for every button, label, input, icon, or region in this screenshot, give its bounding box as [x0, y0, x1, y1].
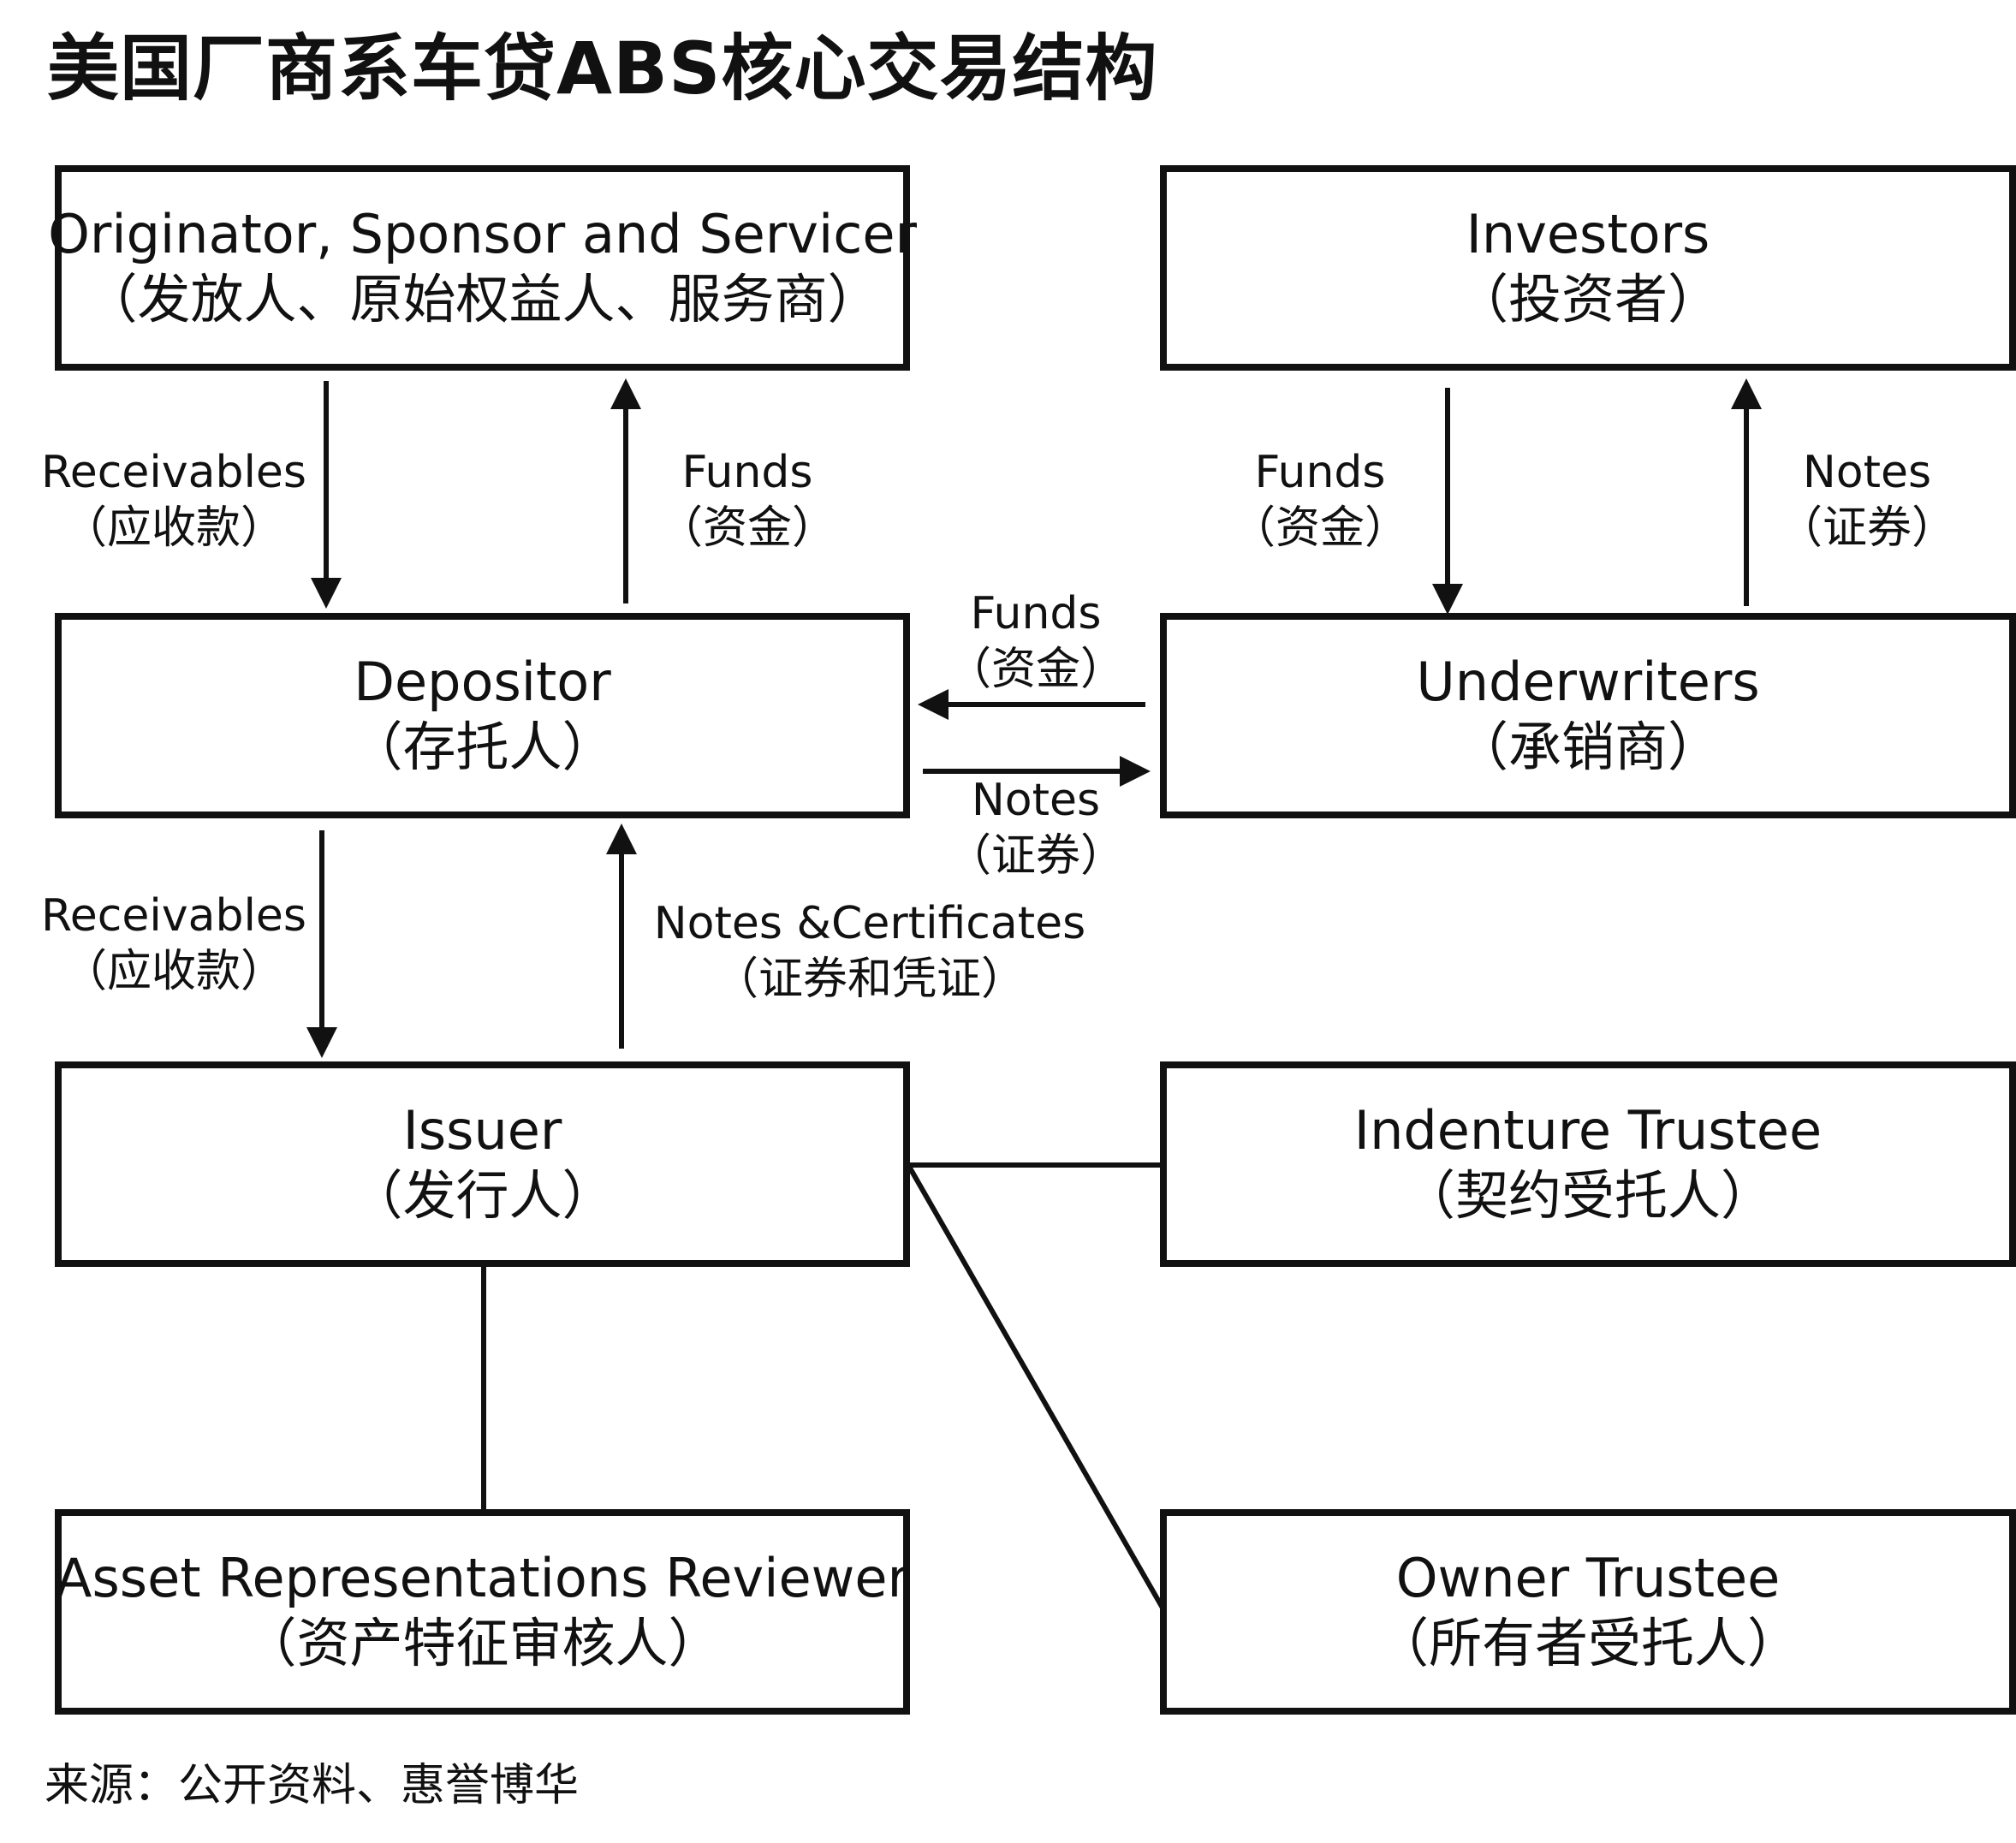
flow-label-receivables-upper-zh: （应收款）: [62, 502, 285, 554]
node-indenture-trustee-en: Indenture Trustee: [1353, 1099, 1823, 1162]
source-note: 来源：公开资料、惠誉博华: [45, 1760, 580, 1811]
flow-label-notes-certificates-en: Notes &Certificates: [653, 898, 1086, 949]
node-depositor: Depositor （存托人）: [55, 613, 910, 818]
flow-label-funds-to-depositor: Funds （资金）: [947, 586, 1125, 698]
node-indenture-trustee: Indenture Trustee （契约受托人）: [1160, 1061, 2016, 1267]
link-issuer-owner-trustee: [906, 1163, 1166, 1611]
flow-label-notes-certificates: Notes &Certificates （证券和凭证）: [654, 896, 1085, 1008]
node-issuer-en: Issuer: [402, 1099, 562, 1162]
node-originator-en: Originator, Sponsor and Servicer: [48, 203, 917, 266]
node-investors: Investors （投资者）: [1160, 165, 2016, 371]
flow-label-notes-to-investors-zh: （证券）: [1777, 502, 1957, 554]
flow-label-notes-to-underwriters: Notes （证券）: [947, 773, 1125, 884]
node-underwriters-zh: （承销商）: [1454, 716, 1721, 779]
flow-label-receivables-lower-en: Receivables: [41, 890, 306, 942]
flow-label-funds-to-underwriters: Funds （资金）: [1231, 445, 1409, 556]
flow-label-receivables-upper-en: Receivables: [41, 447, 306, 498]
node-underwriters: Underwriters （承销商）: [1160, 613, 2016, 818]
flow-label-notes-to-investors: Notes （证券）: [1778, 445, 1956, 556]
node-asset-reviewer-zh: （资产特征审核人）: [243, 1612, 722, 1675]
flow-label-funds-to-underwriters-zh: （资金）: [1230, 502, 1410, 554]
flow-label-funds-to-originator-zh: （资金）: [657, 502, 837, 554]
flow-label-funds-to-originator-en: Funds: [681, 447, 813, 498]
diagram-title: 美国厂商系车贷ABS核心交易结构: [47, 27, 1158, 110]
node-owner-trustee-zh: （所有者受托人）: [1375, 1612, 1800, 1675]
node-originator: Originator, Sponsor and Servicer （发放人、原始…: [48, 165, 917, 371]
flow-label-receivables-lower: Receivables （应收款）: [41, 889, 306, 1000]
node-underwriters-en: Underwriters: [1416, 651, 1760, 714]
node-investors-zh: （投资者）: [1454, 268, 1721, 331]
node-issuer: Issuer （发行人）: [55, 1061, 910, 1267]
flow-label-receivables-lower-zh: （应收款）: [62, 946, 285, 997]
node-originator-zh: （发放人、原始权益人、服务商）: [84, 268, 881, 331]
flow-label-notes-to-underwriters-zh: （证券）: [946, 830, 1126, 882]
node-depositor-zh: （存托人）: [349, 716, 616, 779]
node-investors-en: Investors: [1466, 203, 1710, 266]
flow-label-notes-to-investors-en: Notes: [1802, 447, 1932, 498]
node-owner-trustee: Owner Trustee （所有者受托人）: [1160, 1509, 2016, 1715]
node-indenture-trustee-zh: （契约受托人）: [1401, 1164, 1774, 1228]
flow-label-funds-to-underwriters-en: Funds: [1254, 447, 1386, 498]
flow-label-funds-to-depositor-en: Funds: [970, 588, 1102, 639]
flow-label-receivables-upper: Receivables （应收款）: [41, 445, 306, 556]
node-depositor-en: Depositor: [354, 651, 611, 714]
flow-label-notes-to-underwriters-en: Notes: [971, 775, 1101, 826]
node-owner-trustee-en: Owner Trustee: [1395, 1547, 1781, 1610]
flow-label-notes-certificates-zh: （证券和凭证）: [713, 954, 1026, 1005]
flow-label-funds-to-originator: Funds （资金）: [658, 445, 836, 556]
node-asset-reviewer-en: Asset Representations Reviewer: [56, 1547, 909, 1610]
flow-label-funds-to-depositor-zh: （资金）: [946, 644, 1126, 695]
node-asset-reviewer: Asset Representations Reviewer （资产特征审核人）: [55, 1509, 910, 1715]
node-issuer-zh: （发行人）: [349, 1164, 616, 1228]
